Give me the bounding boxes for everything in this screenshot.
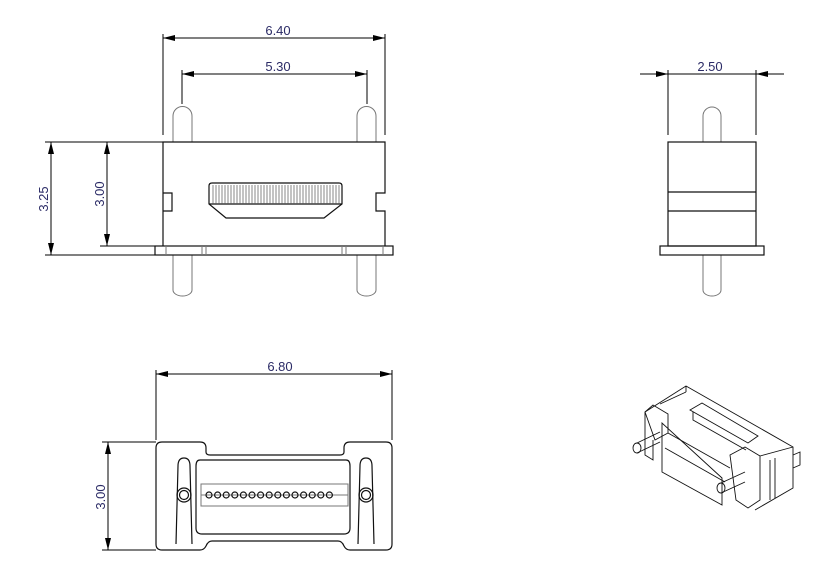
isometric-view <box>632 385 801 511</box>
contact-pad <box>214 491 222 499</box>
dim-label-6-40: 6.40 <box>265 23 290 38</box>
contact-pad <box>257 491 265 499</box>
dim-label-3-00-bottom: 3.00 <box>93 484 108 509</box>
contact-pad <box>308 491 316 499</box>
dimension-depth: 2.50 <box>640 59 784 135</box>
dimension-pin-pitch: 5.30 <box>181 59 368 104</box>
contact-row <box>205 491 333 499</box>
dim-label-6-80: 6.80 <box>267 359 292 374</box>
contact-pad <box>248 491 256 499</box>
right-slot <box>357 457 375 545</box>
bottom-outline <box>155 441 393 551</box>
dim-label-2-50: 2.50 <box>697 59 722 74</box>
housing-outline <box>162 141 386 246</box>
contact-pad <box>317 491 325 499</box>
contact-pad <box>222 491 230 499</box>
contact-pad <box>274 491 282 499</box>
dim-label-5-30: 5.30 <box>265 59 290 74</box>
bottom-view: 6.80 3.00 <box>93 359 393 551</box>
flange <box>154 245 394 256</box>
dimension-width-bottom: 6.80 <box>155 359 393 440</box>
contact-pad <box>231 491 239 499</box>
pin-top <box>702 106 722 142</box>
contact-pad <box>291 491 299 499</box>
dimension-height-bottom: 3.00 <box>93 441 156 551</box>
side-view: 2.50 <box>640 59 784 297</box>
dim-label-3-00: 3.00 <box>92 181 107 206</box>
contact-pad <box>239 491 247 499</box>
pins <box>172 106 377 297</box>
contact-pad <box>205 491 213 499</box>
hdmi-receptacle <box>208 182 343 219</box>
dim-label-3-25: 3.25 <box>36 186 51 211</box>
flange-side <box>659 245 765 256</box>
housing-side <box>667 141 757 247</box>
contact-pad <box>282 491 290 499</box>
dimension-heights: 3.25 3.00 <box>36 141 163 256</box>
contact-pad <box>265 491 273 499</box>
contact-pad <box>325 491 333 499</box>
left-slot <box>175 457 193 545</box>
pin-bottom <box>702 255 722 297</box>
front-view: 6.40 5.30 3.25 3.00 <box>36 23 394 297</box>
dimension-width-overall: 6.40 <box>162 23 386 135</box>
contact-pad <box>300 491 308 499</box>
